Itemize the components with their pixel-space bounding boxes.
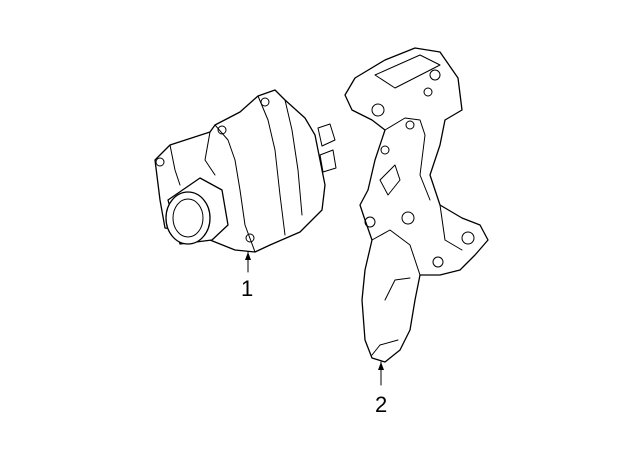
alternator-drawing[interactable] — [154, 89, 337, 253]
callout-label-1[interactable]: 1 — [241, 276, 254, 301]
callout-label-2[interactable]: 2 — [375, 392, 388, 417]
arrow-icon — [378, 362, 384, 370]
arrow-icon — [245, 252, 251, 260]
alternator-bracket-drawing[interactable] — [344, 47, 489, 363]
